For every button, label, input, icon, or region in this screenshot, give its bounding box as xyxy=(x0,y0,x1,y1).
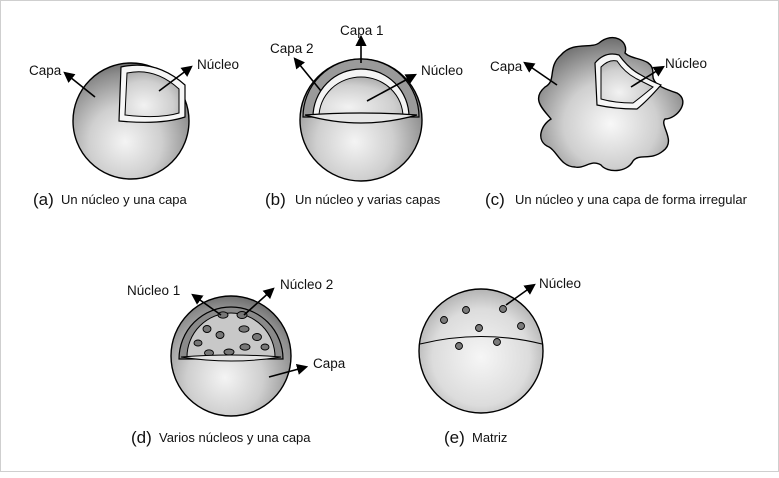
multiple-cores-d xyxy=(193,311,270,357)
core-particle xyxy=(499,305,507,313)
core-particle xyxy=(475,324,483,332)
diagram-b: Capa 1 Capa 2 Núcleo (b) Un núcleo y var… xyxy=(265,23,463,209)
label-core-e: Núcleo xyxy=(539,276,581,291)
cut-line-e xyxy=(419,335,543,345)
arrow-core-b xyxy=(366,73,417,102)
core-particle xyxy=(193,339,203,347)
label-core-b: Núcleo xyxy=(421,63,463,78)
core-particle xyxy=(440,316,448,324)
caption-letter-b: (b) xyxy=(265,190,286,209)
caption-letter-d: (d) xyxy=(131,428,152,447)
core-c xyxy=(600,60,654,104)
core-particle xyxy=(217,311,229,319)
core-particle xyxy=(455,342,463,350)
matrix-sphere-e xyxy=(418,288,544,414)
label-layer-c: Capa xyxy=(490,59,523,74)
core-particle xyxy=(238,325,250,333)
diagram-e: Núcleo (e) Matriz xyxy=(418,276,581,447)
label-core-a: Núcleo xyxy=(197,57,239,72)
arrow-core-a xyxy=(158,65,193,92)
caption-d: Varios núcleos y una capa xyxy=(159,430,311,445)
label-layer-a: Capa xyxy=(29,63,62,78)
diagram-a: Capa Núcleo (a) Un núcleo y una capa xyxy=(29,57,239,209)
core-particle xyxy=(223,348,235,356)
cut-plane-d xyxy=(180,354,282,362)
matrix-cutout-d xyxy=(186,312,276,358)
core-b xyxy=(318,76,404,118)
caption-c: Un núcleo y una capa de forma irregular xyxy=(515,192,748,207)
label-layer-d: Capa xyxy=(313,356,346,371)
caption-letter-c: (c) xyxy=(485,190,505,209)
caption-e: Matriz xyxy=(472,430,507,445)
arrow-core-c xyxy=(630,65,665,88)
arrow-layer-c xyxy=(523,61,558,86)
core-particle xyxy=(462,306,470,314)
matrix-cores-e xyxy=(440,305,525,350)
caption-letter-e: (e) xyxy=(444,428,465,447)
core-particle xyxy=(517,322,525,330)
label-core-c: Núcleo xyxy=(665,56,707,71)
label-layer2-b: Capa 2 xyxy=(270,41,314,56)
core-particle xyxy=(239,343,251,351)
core-particle xyxy=(493,338,501,346)
core-particle xyxy=(260,343,270,351)
diagram-d: Núcleo 1 Núcleo 2 Capa (d) Varios núcleo… xyxy=(127,277,346,447)
caption-a: Un núcleo y una capa xyxy=(61,192,188,207)
caption-letter-a: (a) xyxy=(33,190,54,209)
core-particle xyxy=(202,325,212,333)
arrow-core-e xyxy=(505,283,536,306)
core-particle xyxy=(215,331,225,339)
arrow-layer-d xyxy=(268,363,309,378)
label-layer1-b: Capa 1 xyxy=(340,23,384,38)
cut-plane-b xyxy=(304,112,418,124)
caption-b: Un núcleo y varias capas xyxy=(295,192,441,207)
arrow-core1-d xyxy=(191,293,222,316)
core-particle xyxy=(236,311,248,319)
core-cutout-a-inner xyxy=(124,71,180,118)
arrow-layer-a xyxy=(63,71,96,98)
label-core1-d: Núcleo 1 xyxy=(127,283,180,298)
arrow-core2-d xyxy=(243,287,275,316)
core-particle xyxy=(252,333,262,341)
arrow-layer2-b xyxy=(293,57,322,92)
label-core2-d: Núcleo 2 xyxy=(280,277,333,292)
diagram-c: Capa Núcleo (c) Un núcleo y una capa de … xyxy=(485,37,748,209)
